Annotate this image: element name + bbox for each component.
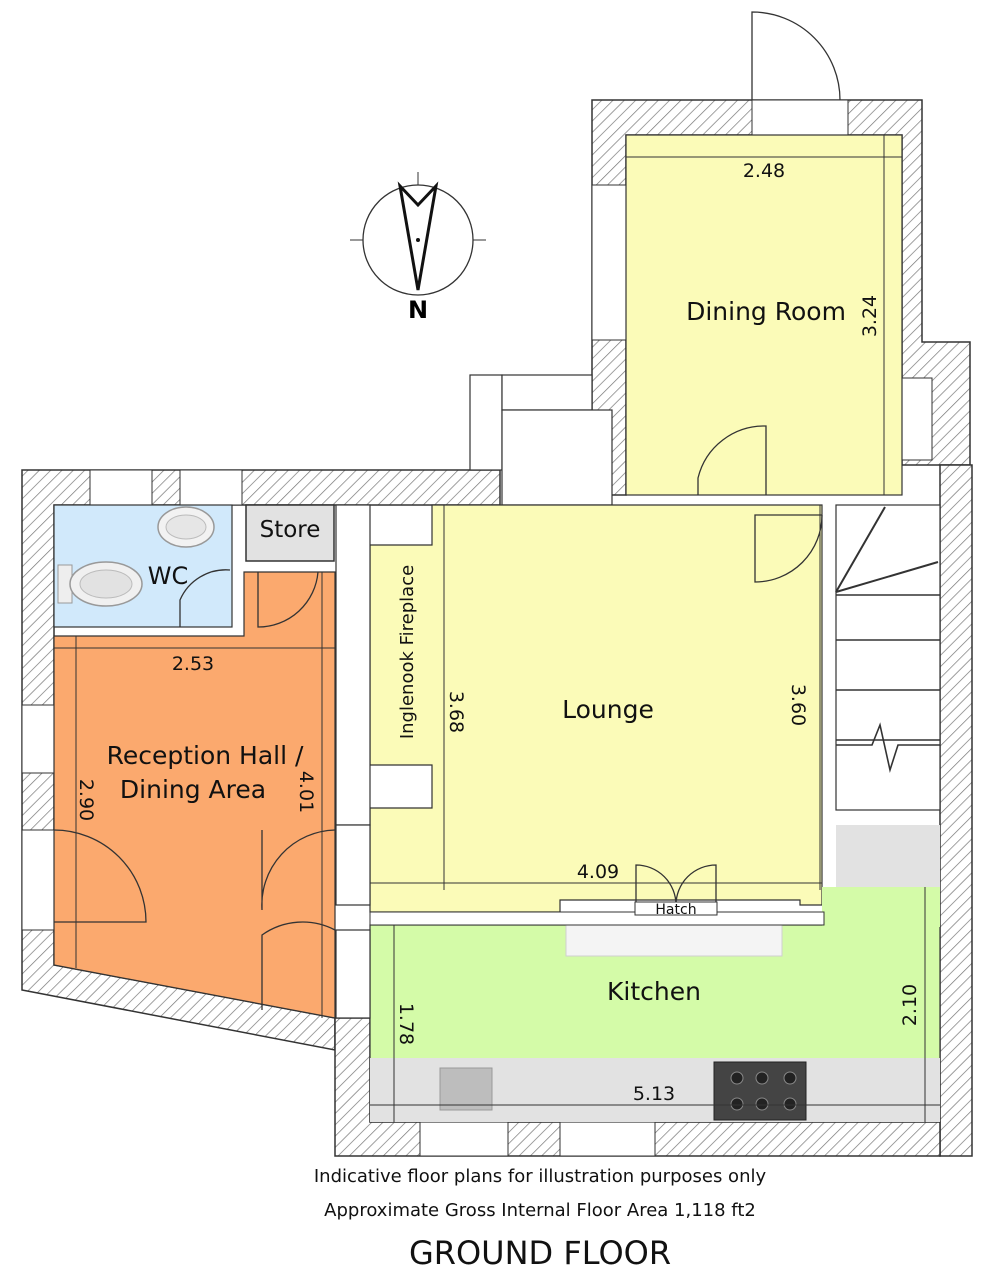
kitchen-worktop-right: [836, 825, 940, 887]
dim-dining-height: 3.24: [859, 295, 881, 337]
dim-kitchen-width: 5.13: [633, 1083, 675, 1105]
dim-dining-width: 2.48: [743, 160, 785, 182]
dim-lounge-right: 3.60: [787, 684, 809, 726]
wall-right: [939, 464, 973, 1157]
label-store: Store: [260, 517, 321, 543]
dimension-lines: [54, 135, 940, 1122]
dim-lounge-width: 4.09: [577, 861, 619, 883]
disclaimer-note: Indicative floor plans for illustration …: [313, 1166, 767, 1187]
dim-reception-right: 4.01: [295, 771, 317, 813]
label-reception-line1: Reception Hall /: [107, 741, 304, 770]
dim-kitchen-left: 1.78: [395, 1003, 417, 1045]
hatch-label: Hatch: [655, 902, 696, 918]
floor-area-note: Approximate Gross Internal Floor Area 1,…: [324, 1200, 756, 1221]
room-reception: [53, 571, 336, 1019]
floor-title: GROUND FLOOR: [408, 1234, 672, 1272]
label-kitchen: Kitchen: [607, 977, 701, 1006]
label-reception-line2: Dining Area: [120, 775, 266, 804]
dim-lounge-left: 3.68: [445, 691, 467, 733]
label-inglenook: Inglenook Fireplace: [397, 565, 418, 739]
compass: N: [350, 172, 486, 324]
label-lounge: Lounge: [562, 695, 654, 724]
dim-reception-left: 2.90: [75, 779, 97, 821]
hatch-box: [634, 901, 718, 916]
fixtures: [57, 506, 807, 1121]
dim-reception-width: 2.53: [172, 653, 214, 675]
label-wc: WC: [148, 562, 189, 590]
staircase: [835, 504, 941, 811]
label-dining-room: Dining Room: [686, 297, 846, 326]
compass-north-label: N: [408, 296, 428, 324]
room-dining: [625, 134, 903, 496]
dim-kitchen-right: 2.10: [899, 984, 921, 1026]
kitchen-green-upper: [822, 887, 940, 927]
doors: [53, 11, 841, 1010]
room-store: [245, 504, 335, 562]
